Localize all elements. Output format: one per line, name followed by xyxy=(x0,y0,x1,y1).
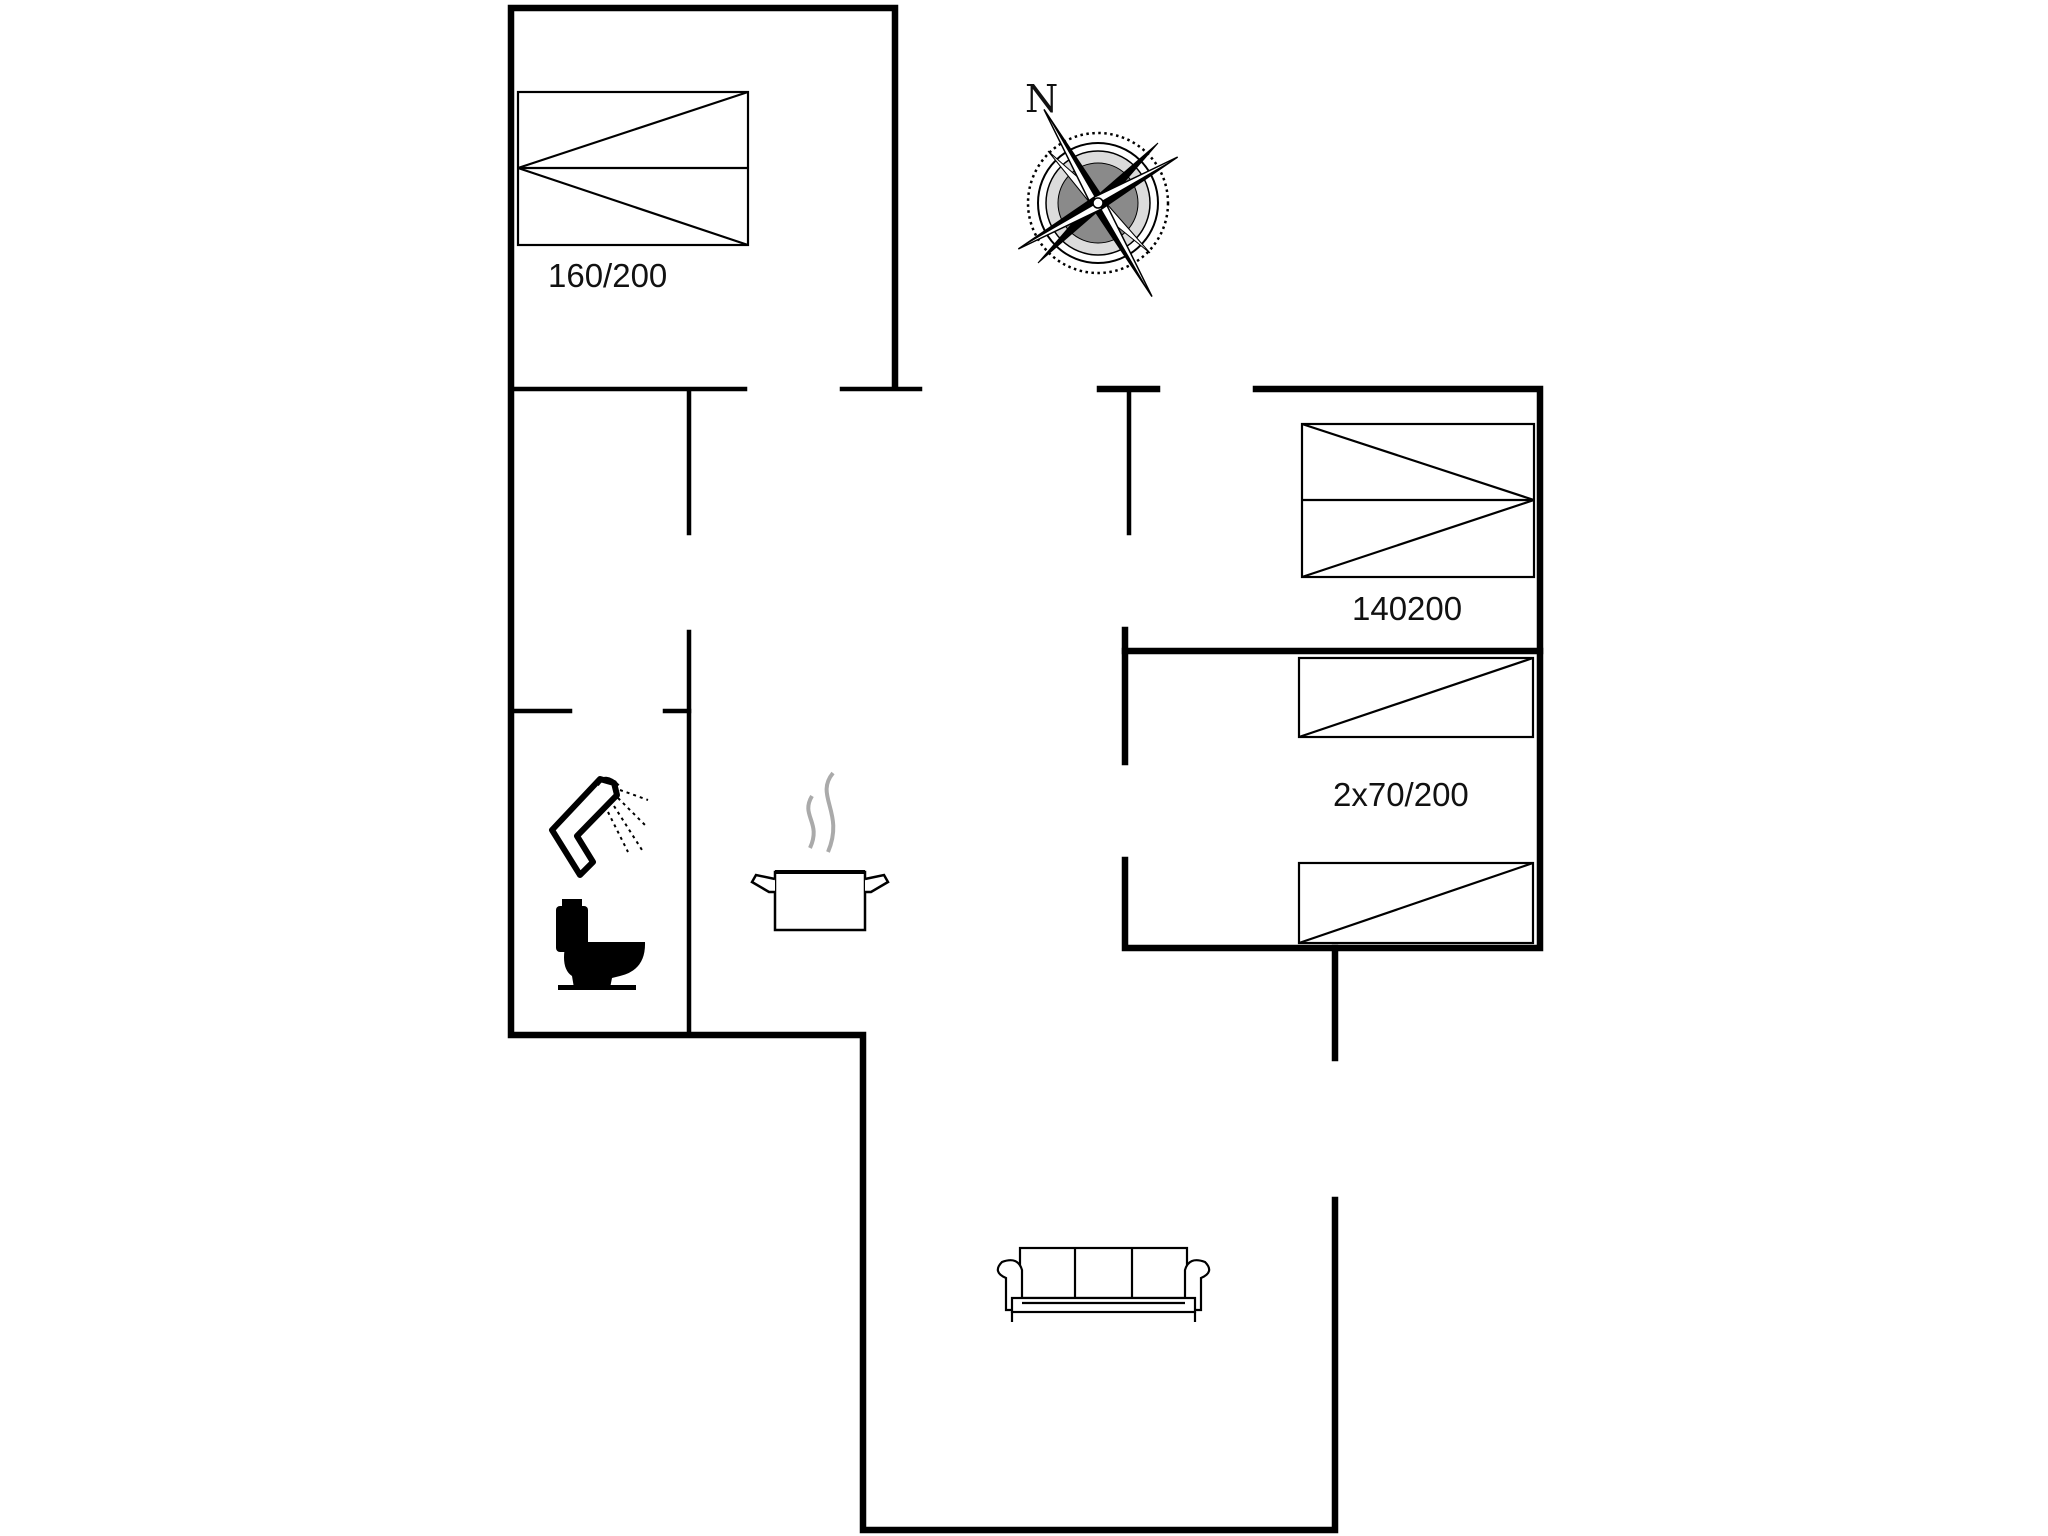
wall-bedrooms-right xyxy=(1121,385,1544,952)
bed-label-bedroom-3: 2x70/200 xyxy=(1333,776,1469,813)
cooking-pot-icon xyxy=(750,771,890,932)
bed-single-top xyxy=(1297,656,1535,739)
interior-walls xyxy=(508,385,1161,1038)
bed-label-bedroom-2: 140200 xyxy=(1352,590,1462,627)
shower-icon xyxy=(549,776,649,878)
compass-rose-icon xyxy=(1017,109,1179,297)
compass-north-label: N xyxy=(1025,77,1058,121)
toilet-icon xyxy=(556,899,646,990)
sofa-icon xyxy=(996,1246,1211,1322)
bed-double-160 xyxy=(516,90,750,247)
bed-double-140 xyxy=(1300,422,1536,579)
bed-label-bedroom-1: 160/200 xyxy=(548,257,667,294)
bed-single-bottom xyxy=(1297,861,1535,945)
wall-bedroom-1-outline xyxy=(507,4,1339,1534)
